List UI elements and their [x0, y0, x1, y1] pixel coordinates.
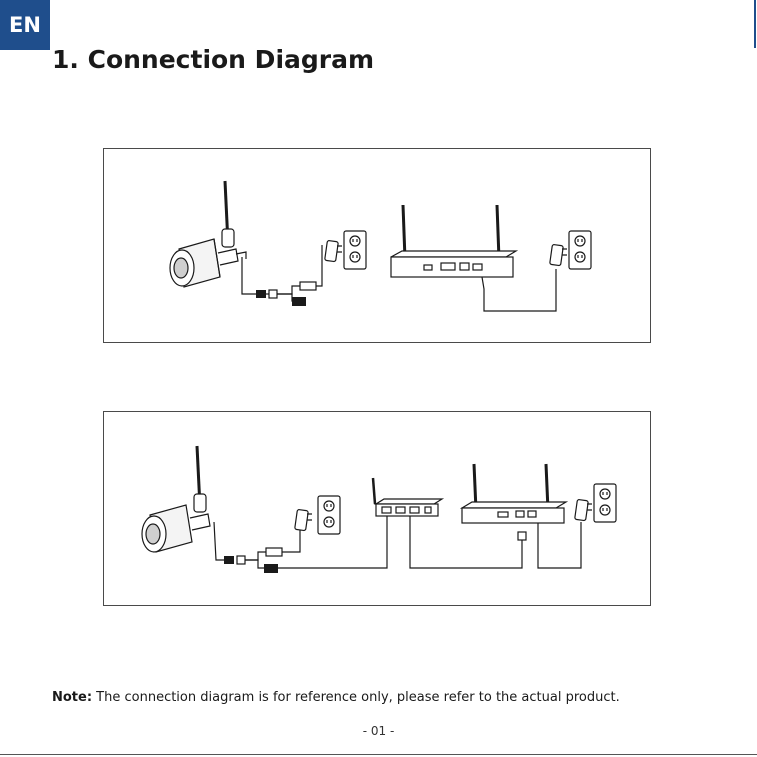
- connection-diagram-router: [103, 411, 651, 606]
- wall-outlet-icon: [594, 484, 616, 522]
- page-number: - 01 -: [0, 724, 757, 738]
- wall-outlet-icon: [344, 231, 366, 269]
- note-label: Note:: [52, 690, 92, 705]
- edge-rule: [754, 0, 756, 48]
- power-adapter-icon: [322, 240, 342, 261]
- wall-outlet-icon: [569, 231, 591, 269]
- power-adapter-icon: [550, 244, 567, 265]
- wall-outlet-icon: [318, 496, 340, 534]
- connection-diagram-direct: [103, 148, 651, 343]
- language-badge: EN: [0, 0, 50, 50]
- power-adapter-icon: [295, 509, 312, 530]
- camera-icon: [170, 181, 246, 287]
- power-adapter-icon: [575, 499, 592, 520]
- note-text: The connection diagram is for reference …: [92, 690, 620, 705]
- reference-note: Note: The connection diagram is for refe…: [52, 690, 620, 705]
- bottom-rule: [0, 754, 757, 755]
- camera-icon: [142, 446, 210, 552]
- page-title: 1. Connection Diagram: [52, 45, 374, 74]
- nvr-icon: [391, 205, 556, 311]
